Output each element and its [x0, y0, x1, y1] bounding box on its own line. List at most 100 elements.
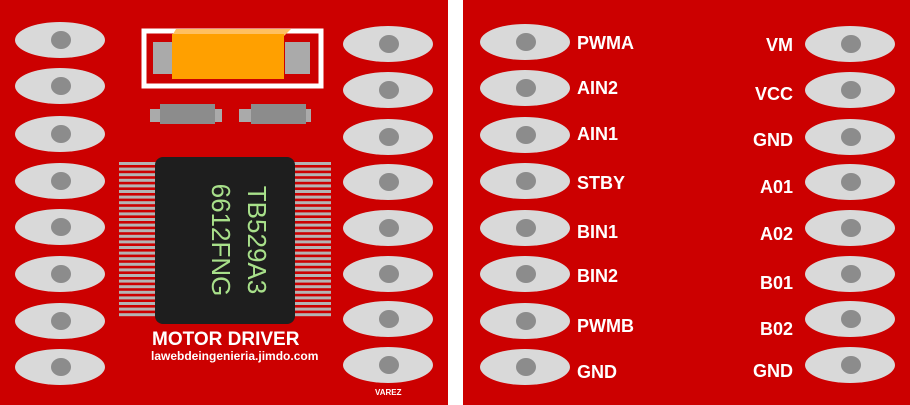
chip-lead — [293, 251, 331, 255]
pin-label-a02: A02 — [759, 224, 793, 244]
chip-lead — [293, 173, 331, 177]
pinout-pad-right-1 — [805, 26, 895, 62]
chip-lead — [119, 167, 157, 171]
pinout-pad-left-8 — [480, 349, 570, 385]
board-pad-right-1 — [343, 26, 433, 62]
pin-label-b01: B01 — [759, 273, 793, 293]
board-pad-left-6 — [15, 256, 105, 292]
board-pad-left-7 — [15, 303, 105, 339]
pinout-pad-left-1 — [480, 24, 570, 60]
chip-lead — [293, 279, 331, 283]
pinout-pad-left-2 — [480, 70, 570, 106]
chip-lead — [119, 302, 157, 305]
chip-lead — [293, 201, 331, 205]
board-pad-left-8 — [15, 349, 105, 385]
pin-label-bin2: BIN2 — [577, 266, 619, 286]
pinout-pad-right-7 — [805, 301, 895, 337]
chip-lead — [119, 246, 157, 249]
chip-lead — [293, 212, 331, 216]
resistor-left-body — [160, 104, 215, 124]
chip-lead — [293, 206, 331, 210]
chip-lead — [293, 307, 331, 311]
pin-label-vcc: VCC — [754, 84, 793, 104]
pin-label-stby: STBY — [577, 173, 626, 193]
chip-lead — [119, 262, 157, 266]
chip-lead — [293, 262, 331, 266]
board-pad-left-3 — [15, 116, 105, 152]
pin-label-pwmb: PWMB — [577, 316, 634, 336]
chip-lead — [293, 313, 331, 317]
chip-body — [155, 157, 295, 324]
pinout-pad-right-2 — [805, 72, 895, 108]
board-pad-left-5 — [15, 209, 105, 245]
chip-lead — [293, 296, 331, 300]
chip-lead — [293, 223, 331, 227]
chip-lead — [119, 307, 157, 311]
board-pad-left-1 — [15, 22, 105, 58]
chip-lead — [119, 190, 157, 193]
chip-lead — [293, 302, 331, 305]
pin-label-gnd-right-2: GND — [753, 361, 793, 381]
pin-label-b02: B02 — [759, 319, 793, 339]
chip-lead — [119, 313, 157, 317]
chip-lead — [293, 257, 331, 261]
pin-label-pwma: PWMA — [577, 33, 634, 53]
chip-lead — [119, 201, 157, 205]
pinout-panel — [463, 0, 910, 405]
pinout-pad-left-3 — [480, 117, 570, 153]
pin-label-ain1: AIN1 — [577, 124, 619, 144]
chip-lead — [293, 246, 331, 249]
chip-lead — [293, 268, 331, 272]
board-components: TB529A3 6612FNG — [119, 28, 331, 324]
chip-lead — [119, 285, 157, 289]
pinout-pad-left-6 — [480, 256, 570, 292]
chip-lead — [119, 234, 157, 238]
board-pad-right-3 — [343, 119, 433, 155]
chip-lead — [293, 218, 331, 221]
chip-pins-left — [119, 162, 157, 317]
chip-lead — [119, 162, 157, 165]
board-pad-right-7 — [343, 301, 433, 337]
board-illustration: TB529A3 6612FNG MOTOR DRIVER lawebdeinge… — [0, 0, 448, 405]
chip-lead — [119, 268, 157, 272]
board-pad-left-4 — [15, 163, 105, 199]
chip-lead — [293, 162, 331, 165]
chip-lead — [293, 290, 331, 294]
board-website: lawebdeingenieria.jimdo.com — [151, 349, 319, 363]
chip-lead — [293, 167, 331, 171]
chip-lead — [293, 274, 331, 277]
chip-lead — [293, 285, 331, 289]
chip-lead — [119, 251, 157, 255]
board-pad-right-4 — [343, 164, 433, 200]
chip-lead — [119, 296, 157, 300]
chip-lead — [119, 178, 157, 182]
pinout-pad-right-8 — [805, 347, 895, 383]
board-pad-right-6 — [343, 256, 433, 292]
resistor-right-body — [251, 104, 306, 124]
board-credit: VAREZ — [375, 388, 402, 397]
pin-label-vm: VM — [766, 35, 793, 55]
chip-lead — [119, 274, 157, 277]
chip-lead — [293, 240, 331, 244]
board-pad-right-8 — [343, 347, 433, 383]
pinout-pad-right-5 — [805, 210, 895, 246]
capacitor-body — [172, 34, 284, 79]
chip-lead — [119, 184, 157, 188]
chip-lead — [293, 178, 331, 182]
chip-lead — [293, 195, 331, 199]
chip-lead — [119, 173, 157, 177]
pinout-pad-right-4 — [805, 164, 895, 200]
pin-label-gnd-right-1: GND — [753, 130, 793, 150]
pinout-pad-left-5 — [480, 210, 570, 246]
pin-label-a01: A01 — [759, 177, 793, 197]
chip-lead — [293, 234, 331, 238]
pin-label-gnd-left: GND — [577, 362, 617, 382]
chip-lead — [119, 240, 157, 244]
chip-lead — [119, 206, 157, 210]
pin-label-bin1: BIN1 — [577, 222, 619, 242]
chip-lead — [119, 290, 157, 294]
chip-lead — [293, 229, 331, 233]
chip-lead — [293, 184, 331, 188]
chip-label-line2: 6612FNG — [206, 184, 236, 297]
pinout-pad-right-6 — [805, 256, 895, 292]
